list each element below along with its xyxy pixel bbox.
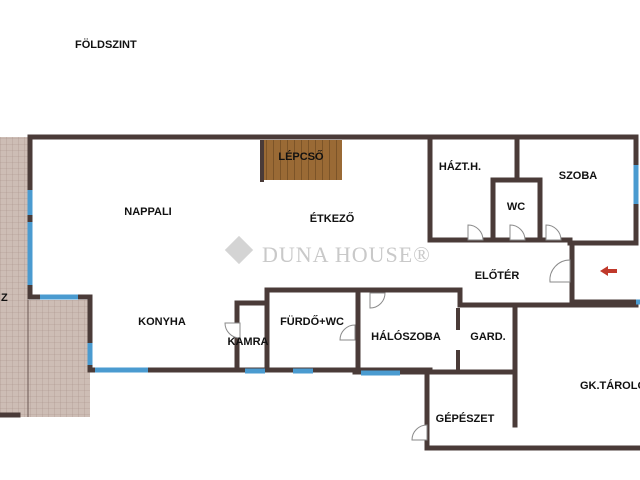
doors	[224, 224, 571, 441]
walls	[27, 134, 640, 451]
room-haloszoba: HÁLÓSZOBA	[371, 330, 441, 343]
door-furdo[interactable]	[339, 324, 356, 341]
room-terrace: Z	[1, 292, 8, 304]
room-furdo: FÜRDŐ+WC	[280, 315, 344, 328]
windows	[27, 165, 640, 376]
duna-house-logo-icon	[224, 235, 254, 265]
door-haztartasi[interactable]	[467, 224, 484, 241]
room-eloter: ELŐTÉR	[475, 269, 520, 282]
door-haloszoba[interactable]	[369, 292, 386, 309]
room-gard: GARD.	[470, 331, 505, 343]
room-garage: GK.TÁROLÓ	[580, 379, 640, 392]
watermark: DUNA HOUSE®	[224, 235, 431, 267]
watermark-text: DUNA HOUSE®	[262, 242, 431, 267]
room-gepeszet: GÉPÉSZET	[436, 412, 495, 425]
room-konyha: KONYHA	[138, 316, 186, 328]
stairs	[262, 140, 342, 180]
room-kamra: KAMRA	[228, 336, 269, 348]
room-szoba: SZOBA	[559, 170, 598, 182]
door-entrance[interactable]	[549, 259, 571, 283]
room-haztartasi: HÁZT.H.	[439, 160, 481, 173]
door-gepeszet[interactable]	[411, 424, 428, 441]
room-nappali: NAPPALI	[124, 206, 171, 218]
room-etkezo: ÉTKEZŐ	[310, 212, 355, 225]
entrance-arrow-icon	[600, 266, 617, 276]
floor-title: FÖLDSZINT	[75, 38, 137, 51]
door-szoba[interactable]	[545, 224, 562, 241]
room-wc: WC	[507, 201, 525, 213]
room-lepcso: LÉPCSŐ	[278, 150, 324, 163]
door-wc[interactable]	[509, 224, 526, 241]
terrace	[0, 137, 90, 418]
door-kamra[interactable]	[224, 322, 241, 339]
